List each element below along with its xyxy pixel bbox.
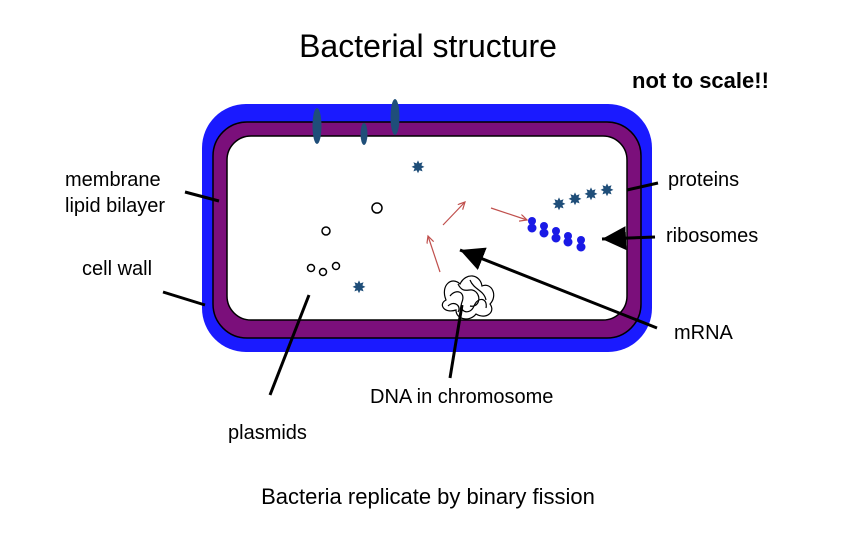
svg-text:✸: ✸ <box>584 185 598 205</box>
label-plasmids: plasmids <box>228 422 307 444</box>
diagram-title: Bacterial structure <box>299 28 557 64</box>
cytoplasm <box>226 135 628 321</box>
leader-lines <box>162 181 659 396</box>
label-membrane: membrane lipid bilayer <box>65 167 165 219</box>
label-ribosomes: ribosomes <box>666 225 759 247</box>
protein-glyphs: ✸ ✸ ✸ ✸ ✸ ✸ <box>352 158 614 298</box>
label-proteins: proteins <box>668 169 740 191</box>
ribosomes <box>527 217 586 252</box>
membrane-proteins <box>312 99 400 145</box>
plasmids <box>306 202 383 277</box>
label-cell-wall: cell wall <box>82 258 153 280</box>
svg-text:✸: ✸ <box>411 158 425 178</box>
svg-text:✸: ✸ <box>352 278 366 298</box>
mrna-arrows <box>428 202 527 273</box>
svg-text:✸: ✸ <box>552 195 566 215</box>
chromosome <box>441 275 495 320</box>
label-membrane-line1: membrane <box>65 169 161 191</box>
label-membrane-line2: lipid bilayer <box>65 195 166 217</box>
label-dna: DNA in chromosome <box>370 386 554 408</box>
label-mrna: mRNA <box>674 322 733 344</box>
svg-text:✸: ✸ <box>568 190 582 210</box>
svg-text:✸: ✸ <box>600 181 614 201</box>
caption: Bacteria replicate by binary fission <box>261 484 595 509</box>
scale-note: not to scale!! <box>632 68 769 93</box>
